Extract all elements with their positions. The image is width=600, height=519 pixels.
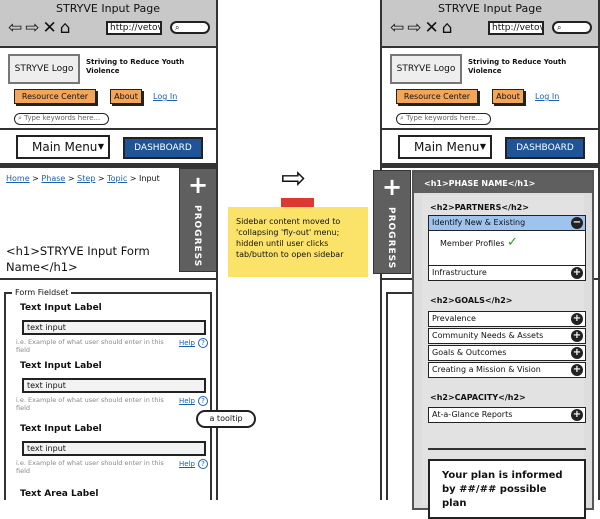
plus-circle-icon[interactable]: +: [571, 313, 583, 325]
back-icon[interactable]: ⇦: [390, 18, 408, 38]
home-icon[interactable]: ⌂: [441, 18, 456, 38]
plus-icon: +: [187, 171, 209, 199]
textarea-label: Text Area Label: [20, 489, 99, 499]
site-header: STRYVE Logo Striving to Reduce Youth Vio…: [0, 50, 216, 130]
browser-search[interactable]: ⌕: [552, 21, 592, 34]
login-link[interactable]: Log In: [153, 92, 178, 101]
plus-icon: +: [381, 173, 403, 201]
divider: [0, 278, 216, 280]
login-link[interactable]: Log In: [535, 92, 560, 101]
minus-icon[interactable]: −: [571, 217, 583, 229]
accordion-item[interactable]: At-a-Glance Reports+: [428, 407, 586, 423]
help-link[interactable]: Help: [179, 339, 195, 347]
divider: [382, 163, 598, 168]
breadcrumb-topic[interactable]: Topic: [107, 174, 128, 183]
back-icon[interactable]: ⇦: [8, 18, 26, 38]
home-icon[interactable]: ⌂: [59, 18, 74, 38]
help-icon[interactable]: ?: [198, 338, 208, 348]
chevron-down-icon: ▼: [97, 142, 104, 151]
close-icon[interactable]: ✕: [42, 18, 60, 38]
field-label: Text Input Label: [20, 361, 102, 371]
sticky-note: Sidebar content moved to 'collapsing 'fl…: [228, 207, 368, 277]
text-input[interactable]: text input: [22, 441, 206, 456]
about-button[interactable]: About: [492, 89, 524, 104]
progress-tab[interactable]: +PROGRESS: [179, 168, 216, 272]
accordion-item[interactable]: Prevalence+: [428, 311, 586, 327]
section-heading: <h2>CAPACITY</h2>: [430, 393, 526, 402]
window-title: STRYVE Input Page: [438, 2, 542, 15]
url-field[interactable]: http://vetov: [106, 21, 162, 35]
phase-title: <h1>PHASE NAME</h1>: [414, 173, 592, 193]
section-heading: <h2>GOALS</h2>: [430, 296, 513, 305]
keyword-search-input[interactable]: ⌕ Type keywords here...: [396, 113, 491, 125]
plus-circle-icon[interactable]: +: [571, 409, 583, 421]
chevron-down-icon: ▼: [479, 142, 486, 151]
field-hint: i.e. Example of what user should enter i…: [16, 338, 164, 354]
before-screen: STRYVE Input Page ⇦⇨✕⌂ http://vetov ⌕ ST…: [0, 0, 218, 500]
breadcrumb-phase[interactable]: Phase: [41, 174, 66, 183]
help-link[interactable]: Help: [179, 397, 195, 405]
breadcrumb-step[interactable]: Step: [77, 174, 96, 183]
tooltip: a tooltip: [196, 410, 256, 428]
tagline: Striving to Reduce Youth Violence: [468, 58, 567, 75]
browser-search[interactable]: ⌕: [170, 21, 210, 34]
field-hint: i.e. Example of what user should enter i…: [16, 396, 164, 412]
breadcrumb: Home > Phase > Step > Topic > Input: [6, 174, 160, 183]
tagline: Striving to Reduce Youth Violence: [86, 58, 185, 75]
main-menu-dropdown[interactable]: Main Menu▼: [398, 135, 492, 159]
accordion-item-infrastructure[interactable]: Infrastructure+: [428, 265, 586, 281]
arrow-right-icon: ⇨: [281, 161, 307, 196]
forward-icon[interactable]: ⇨: [25, 18, 43, 38]
page-title: <h1>STRYVE Input Form Name</h1>: [6, 244, 150, 274]
keyword-search-input[interactable]: ⌕ Type keywords here...: [14, 113, 109, 125]
field-label: Text Input Label: [20, 303, 102, 313]
about-button[interactable]: About: [110, 89, 142, 104]
child-item-member-profiles[interactable]: Member Profiles ✓: [440, 235, 518, 250]
divider: [0, 163, 216, 168]
text-input[interactable]: text input: [22, 320, 206, 335]
browser-chrome: STRYVE Input Page ⇦⇨✕⌂ http://vetov ⌕: [0, 0, 216, 48]
site-header: STRYVE Logo Striving to Reduce Youth Vio…: [382, 50, 598, 130]
logo: STRYVE Logo: [390, 54, 462, 84]
accordion-item[interactable]: Community Needs & Assets+: [428, 328, 586, 344]
accordion-item-identify[interactable]: Identify New & Existing−: [428, 215, 586, 231]
field-label: Text Input Label: [20, 424, 102, 434]
accordion-item[interactable]: Creating a Mission & Vision+: [428, 362, 586, 378]
help-icon[interactable]: ?: [198, 459, 208, 469]
plus-circle-icon[interactable]: +: [571, 347, 583, 359]
divider: [428, 448, 586, 450]
forward-icon[interactable]: ⇨: [407, 18, 425, 38]
help-link[interactable]: Help: [179, 460, 195, 468]
flyout-panel: <h1>PHASE NAME</h1> <h2>PARTNERS</h2> Id…: [412, 170, 594, 519]
breadcrumb-current: Input: [139, 174, 160, 183]
logo: STRYVE Logo: [8, 54, 80, 84]
form-fieldset: Form Fieldset: [4, 288, 212, 500]
url-field[interactable]: http://vetov: [488, 21, 544, 35]
search-icon: ⌕: [557, 23, 562, 32]
resource-center-button[interactable]: Resource Center: [14, 89, 96, 104]
search-icon: ⌕: [175, 23, 180, 32]
dashboard-button[interactable]: DASHBOARD: [123, 137, 203, 159]
dashboard-button[interactable]: DASHBOARD: [505, 137, 585, 159]
help-icon[interactable]: ?: [198, 396, 208, 406]
close-icon[interactable]: ✕: [424, 18, 442, 38]
accordion-item[interactable]: Goals & Outcomes+: [428, 345, 586, 361]
section-heading: <h2>PARTNERS</h2>: [430, 203, 529, 212]
plus-circle-icon[interactable]: +: [571, 330, 583, 342]
window-title: STRYVE Input Page: [56, 2, 160, 15]
browser-chrome: STRYVE Input Page ⇦⇨✕⌂ http://vetov ⌕: [382, 0, 598, 48]
plan-info-box: Your plan is informed by ##/## possible …: [428, 459, 586, 519]
after-screen: STRYVE Input Page ⇦⇨✕⌂ http://vetov ⌕ ST…: [380, 0, 600, 500]
text-input[interactable]: text input: [22, 378, 206, 393]
plus-circle-icon[interactable]: +: [571, 267, 583, 279]
main-menu-dropdown[interactable]: Main Menu▼: [16, 135, 110, 159]
progress-tab[interactable]: +PROGRESS: [373, 170, 411, 274]
checkmark-icon: ✓: [507, 235, 518, 250]
breadcrumb-home[interactable]: Home: [6, 174, 30, 183]
plus-circle-icon[interactable]: +: [571, 364, 583, 376]
field-hint: i.e. Example of what user should enter i…: [16, 459, 164, 475]
resource-center-button[interactable]: Resource Center: [396, 89, 478, 104]
